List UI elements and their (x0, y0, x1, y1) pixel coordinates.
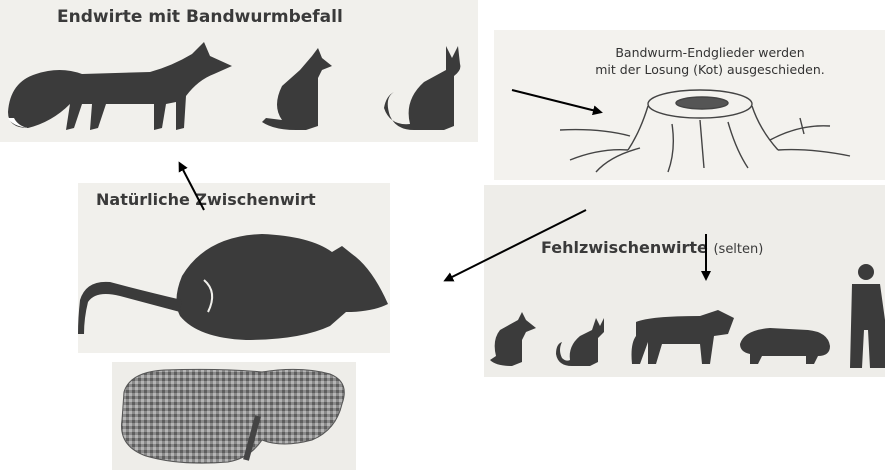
aberrant-dog-icon (490, 312, 536, 366)
pig-icon (740, 328, 830, 364)
fox-icon (8, 42, 232, 130)
infected-liver-icon (122, 369, 345, 463)
arrow-to-intermediate (446, 210, 586, 280)
arrow-to-excretion (512, 90, 600, 112)
cat-icon (384, 46, 460, 130)
dog-icon (262, 48, 332, 130)
human-icon (850, 264, 885, 368)
tree-stump-droppings-icon (560, 90, 850, 172)
cow-icon (632, 310, 735, 364)
arrow-to-definitive (180, 164, 204, 210)
aberrant-cat-icon (556, 318, 604, 366)
vole-icon (78, 234, 388, 340)
